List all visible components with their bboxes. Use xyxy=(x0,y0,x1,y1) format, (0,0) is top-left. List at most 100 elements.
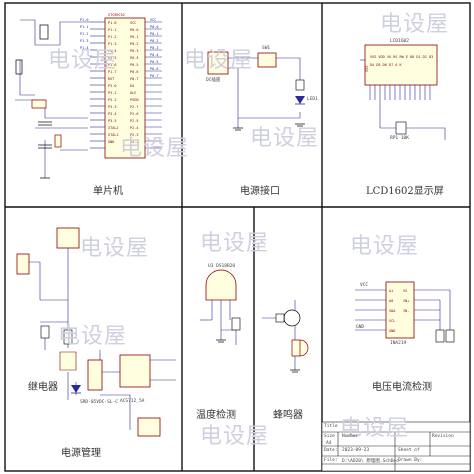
svg-text:IN+: IN+ xyxy=(403,299,409,303)
part-label-vi-chip: INA219 xyxy=(390,341,407,346)
title-block-size: Size xyxy=(324,434,335,439)
svg-text:P1.2: P1.2 xyxy=(108,35,116,39)
svg-text:P3.0: P3.0 xyxy=(108,84,116,88)
svg-text:VSS VDD VO RS RW E D0 D1 D2 D3: VSS VDD VO RS RW E D0 D1 D2 D3 xyxy=(370,55,433,59)
svg-text:SDA: SDA xyxy=(389,309,396,313)
svg-text:VCC: VCC xyxy=(130,21,136,25)
panel-title-power: 电源接口 xyxy=(240,186,280,197)
part-label-vcc-1: VCC xyxy=(360,283,369,288)
svg-text:ALE: ALE xyxy=(130,91,136,95)
svg-text:P0.6: P0.6 xyxy=(130,70,138,74)
dc-jack xyxy=(207,51,229,75)
svg-text:P0.2: P0.2 xyxy=(150,39,158,43)
svg-text:P1.6: P1.6 xyxy=(108,63,116,67)
part-label-led: LED1 xyxy=(307,97,318,102)
svg-text:P1.1: P1.1 xyxy=(108,28,116,32)
svg-text:A1: A1 xyxy=(389,289,393,293)
svg-text:IN-: IN- xyxy=(403,309,409,313)
svg-text:P2.5: P2.5 xyxy=(130,119,138,123)
panel-grid xyxy=(4,2,471,472)
svg-text:P0.3: P0.3 xyxy=(150,46,158,50)
svg-text:P0.1: P0.1 xyxy=(150,32,158,36)
lcd-schematic: VSS VSS VDD VO RS RW E D0 D1 D2 D3 D4 D5… xyxy=(360,44,446,140)
svg-text:P3.1: P3.1 xyxy=(108,91,116,95)
svg-text:P0.4: P0.4 xyxy=(130,56,138,60)
svg-text:P1.5: P1.5 xyxy=(108,56,116,60)
svg-text:P0.5: P0.5 xyxy=(130,63,138,67)
buzzer-transistor xyxy=(283,309,301,327)
title-block-file: D:\AD20\ 原理图.SchDoc xyxy=(342,459,399,464)
led-symbol xyxy=(295,96,305,104)
svg-text:P1.4: P1.4 xyxy=(108,49,116,53)
svg-text:A0: A0 xyxy=(389,299,393,303)
svg-text:XTAL2: XTAL2 xyxy=(108,126,119,130)
acs712-chip xyxy=(119,354,151,388)
part-label-power-jack: DC插座 xyxy=(206,78,221,83)
panel-title-power-mgmt: 电源管理 xyxy=(61,448,101,459)
svg-text:P3.5: P3.5 xyxy=(108,119,116,123)
svg-text:D4 D5 D6 D7 A K: D4 D5 D6 D7 A K xyxy=(370,63,403,67)
part-label-lcd: LCD1602 xyxy=(390,39,409,44)
part-label-relay: SRD-05VDC-SL-C xyxy=(80,400,118,405)
title-block-file-label: File: xyxy=(324,458,338,463)
svg-text:P1.7: P1.7 xyxy=(108,70,116,74)
svg-text:GND: GND xyxy=(389,329,395,333)
lcd-module xyxy=(364,44,438,86)
svg-text:P2.7: P2.7 xyxy=(130,105,138,109)
relay-module-top xyxy=(56,227,80,249)
ina219-chip xyxy=(385,281,415,339)
svg-text:EA: EA xyxy=(130,84,135,88)
panel-title-vi: 电压电流检测 xyxy=(372,382,432,393)
svg-text:VS: VS xyxy=(403,289,407,293)
svg-text:P2.3: P2.3 xyxy=(130,133,138,137)
part-label-switch: SW1 xyxy=(262,46,271,51)
mcu-schematic: STC89C52 P1.0P1.1P1.2 P1.3P1.4P1.5 P1.6P… xyxy=(15,13,162,179)
svg-text:XTAL1: XTAL1 xyxy=(108,133,119,137)
panel-title-relay: 继电器 xyxy=(28,382,58,393)
connector-left xyxy=(16,253,30,275)
part-label-gnd-1: GND xyxy=(356,325,365,330)
title-block-sheet: Sheet of xyxy=(398,448,420,453)
svg-text:P0.2: P0.2 xyxy=(130,42,138,46)
svg-text:P0.7: P0.7 xyxy=(150,74,158,78)
part-label-acs712: ACS712_5A xyxy=(120,399,145,404)
panel-title-temp: 温度检测 xyxy=(196,410,236,421)
svg-text:P2.4: P2.4 xyxy=(130,126,138,130)
svg-text:STC89C52: STC89C52 xyxy=(108,13,125,17)
buzzer-body xyxy=(291,339,309,357)
svg-text:P2.6: P2.6 xyxy=(130,112,138,116)
svg-text:P0.6: P0.6 xyxy=(150,67,158,71)
panel-title-lcd: LCD1602显示屏 xyxy=(366,186,444,197)
svg-text:GND: GND xyxy=(108,140,114,144)
svg-text:P0.4: P0.4 xyxy=(150,53,158,57)
panel-title-buzzer: 蜂鸣器 xyxy=(273,410,303,421)
relay-coil xyxy=(87,359,103,391)
svg-text:RST: RST xyxy=(108,77,115,81)
svg-text:P3.4: P3.4 xyxy=(108,112,116,116)
relay-schematic xyxy=(16,227,176,437)
title-block-date-label: Date: xyxy=(324,448,338,453)
svg-text:P1.3: P1.3 xyxy=(80,39,88,43)
svg-text:P0.5: P0.5 xyxy=(150,60,158,64)
title-block-size-value: A4 xyxy=(326,441,332,446)
mcu-chip-body xyxy=(104,17,146,159)
title-block-revision: Revision xyxy=(432,434,454,439)
svg-text:VSS: VSS xyxy=(365,66,369,72)
svg-text:SCL: SCL xyxy=(389,319,395,323)
svg-text:P0.0: P0.0 xyxy=(130,28,138,32)
svg-text:P0.0: P0.0 xyxy=(150,25,158,29)
part-label-temp-sensor: U3 DS18B20 xyxy=(208,264,236,269)
svg-text:P0.1: P0.1 xyxy=(130,35,138,39)
panel-title-mcu: 单片机 xyxy=(93,186,123,197)
svg-text:P1.4: P1.4 xyxy=(80,46,88,50)
svg-text:VCC: VCC xyxy=(150,18,156,22)
ds18b20-body xyxy=(205,269,237,301)
svg-text:P0.7: P0.7 xyxy=(130,77,138,81)
svg-text:P3.3: P3.3 xyxy=(108,105,116,109)
svg-text:P1.3: P1.3 xyxy=(108,42,116,46)
buzzer-schematic xyxy=(262,300,309,373)
title-block-drawn: Drawn By: xyxy=(398,458,423,463)
svg-text:P1.2: P1.2 xyxy=(80,32,88,36)
